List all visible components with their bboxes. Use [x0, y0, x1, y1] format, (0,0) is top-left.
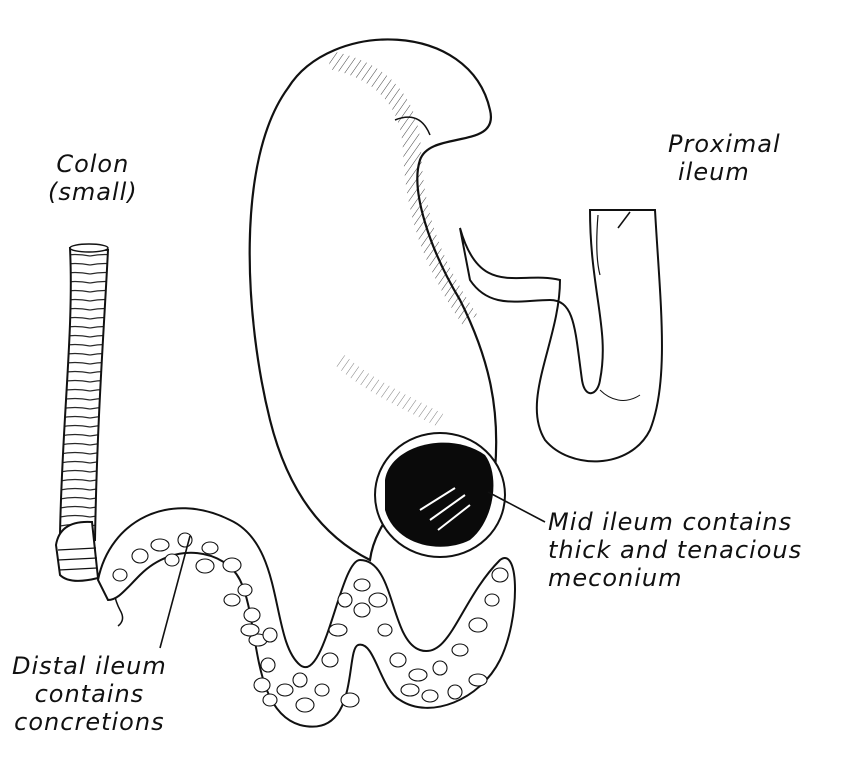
concretion [390, 653, 406, 667]
label-distal-line-1: Distal ileum [12, 652, 167, 680]
concretion [322, 653, 338, 667]
concretion [196, 559, 214, 573]
meconium-cross-section [375, 433, 505, 557]
label-proximal-ileum: Proximal ileum [668, 130, 781, 186]
label-distal-ileum: Distal ileum contains concretions [12, 652, 167, 736]
label-proximal-line-2: ileum [668, 158, 781, 186]
concretion [315, 684, 329, 696]
label-colon-line-2: (small) [48, 178, 138, 206]
concretion [485, 594, 499, 606]
concretion [263, 694, 277, 706]
concretion [452, 644, 468, 656]
concretion [469, 674, 487, 686]
concretion [296, 698, 314, 712]
concretion [277, 684, 293, 696]
concretion [293, 673, 307, 687]
label-mid-ileum: Mid ileum contains thick and tenacious m… [548, 508, 802, 592]
concretion [378, 624, 392, 636]
concretion [401, 684, 419, 696]
concretion [369, 593, 387, 607]
label-distal-line-3: concretions [12, 708, 167, 736]
concretion [113, 569, 127, 581]
concretion [224, 594, 240, 606]
concretion [254, 678, 270, 692]
concretion [151, 539, 169, 551]
concretion [329, 624, 347, 636]
concretion [244, 608, 260, 622]
concretion [354, 603, 370, 617]
label-mid-line-3: meconium [548, 564, 802, 592]
concretion [492, 568, 508, 582]
label-mid-line-2: thick and tenacious [548, 536, 802, 564]
label-colon-line-1: Colon [48, 150, 138, 178]
concretion [241, 624, 259, 636]
concretion [238, 584, 252, 596]
concretion [223, 558, 241, 572]
concretion [409, 669, 427, 681]
concretion [341, 693, 359, 707]
concretion [433, 661, 447, 675]
concretion [261, 658, 275, 672]
label-proximal-line-1: Proximal [668, 130, 781, 158]
concretion [338, 593, 352, 607]
concretion [448, 685, 462, 699]
concretion [469, 618, 487, 632]
concretion [132, 549, 148, 563]
concretion [263, 628, 277, 642]
concretion [178, 533, 192, 547]
concretion [202, 542, 218, 554]
concretion [354, 579, 370, 591]
label-colon: Colon (small) [48, 150, 138, 206]
concretion [422, 690, 438, 702]
label-distal-line-2: contains [12, 680, 167, 708]
concretion [165, 554, 179, 566]
label-mid-line-1: Mid ileum contains [548, 508, 802, 536]
